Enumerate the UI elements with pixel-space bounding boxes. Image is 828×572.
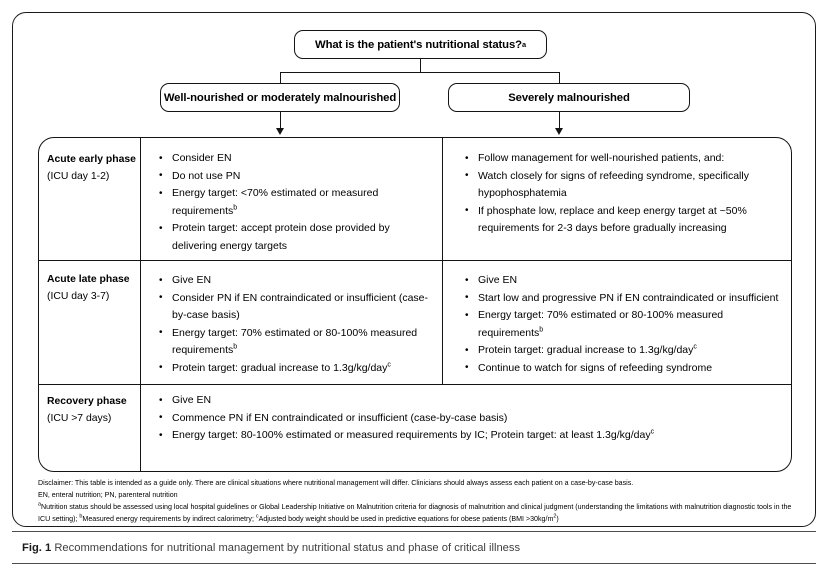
footnote-marker-a: a: [38, 501, 41, 508]
list-item-text: Energy target: 70% estimated or 80-100% …: [478, 309, 724, 339]
cell-acute-early-severely-malnourished: Follow management for well-nourished pat…: [463, 150, 783, 238]
phase-title-recovery: Recovery phase: [47, 396, 127, 407]
footnote-disclaimer: Disclaimer: This table is intended as a …: [38, 479, 634, 487]
footnote-unit-superscript: 2: [553, 513, 557, 520]
list-item-text: Energy target: <70% estimated or measure…: [172, 187, 379, 217]
cell-recovery-all: Give EN Commence PN if EN contraindicated…: [157, 392, 785, 445]
list-item-footnote-marker: b: [539, 326, 544, 333]
list-item-text: Consider PN if EN contraindicated or ins…: [172, 291, 429, 322]
figure-caption-text: Recommendations for nutritional manageme…: [54, 542, 521, 554]
branch-box-well-nourished: Well-nourished or moderately malnourishe…: [160, 83, 400, 112]
list-item-text: Give EN: [172, 394, 212, 406]
list-item-text: Give EN: [478, 274, 518, 286]
list-item-footnote-marker: b: [233, 204, 238, 211]
list-item-text: Energy target: 70% estimated or 80-100% …: [172, 326, 418, 357]
table-row-divider-2: [39, 384, 791, 386]
figure-outer-border: [12, 12, 816, 527]
caption-top-rule: [12, 531, 816, 533]
list-item-text: Continue to watch for signs of refeeding…: [478, 361, 713, 374]
bullet-list: Follow management for well-nourished pat…: [463, 150, 783, 238]
list-item-text: Energy target: 80-100% estimated or meas…: [172, 429, 651, 441]
phase-subtitle-recovery: (ICU >7 days): [47, 412, 112, 424]
footnote-marker-c: c: [255, 513, 259, 520]
list-item: Consider EN: [157, 150, 432, 168]
table-row: Recovery phase (ICU >7 days): [47, 394, 139, 427]
list-item-text: Commence PN if EN contraindicated or ins…: [172, 411, 508, 424]
list-item: Give EN: [157, 392, 785, 410]
list-item-text: Give EN: [172, 274, 212, 286]
list-item: Energy target: 70% estimated or 80-100% …: [157, 324, 432, 360]
list-item: Continue to watch for signs of refeeding…: [463, 359, 783, 378]
list-item-text: Watch closely for signs of refeeding syn…: [478, 169, 749, 200]
branch-box-severely-malnourished: Severely malnourished: [448, 83, 690, 112]
phase-subtitle-acute-early: (ICU day 1-2): [47, 170, 110, 182]
list-item-footnote-marker: c: [650, 428, 655, 436]
cell-acute-early-well-nourished: Consider EN Do not use PN Energy target: <…: [157, 150, 432, 255]
arrow-line-right: [558, 112, 561, 129]
list-item: Consider PN if EN contraindicated or ins…: [157, 289, 432, 325]
table-row-divider-1: [39, 260, 791, 262]
arrow-down-icon-right: [554, 128, 563, 135]
list-item: Do not use PN: [157, 167, 432, 186]
footnote-abbreviations: EN, enteral nutrition; PN, parenteral nu…: [38, 490, 178, 499]
table-column-divider-phase: [140, 138, 142, 471]
phase-title-acute-early: Acute early phase: [47, 154, 136, 165]
footnotes-block: Disclaimer: This table is intended as a …: [38, 478, 798, 526]
phase-subtitle-acute-late: (ICU day 3-7): [47, 290, 110, 302]
figure-caption: Fig. 1 Recommendations for nutritional m…: [22, 541, 812, 556]
footnote-marker-b: b: [79, 513, 83, 520]
branch-box-well-nourished-label: Well-nourished or moderately malnourishe…: [163, 91, 397, 104]
decision-box-label: What is the patient's nutritional status…: [315, 38, 522, 51]
list-item: Commence PN if EN contraindicated or ins…: [157, 409, 785, 428]
list-item: Give EN: [157, 272, 432, 290]
list-item-text: Follow management for well-nourished pat…: [478, 152, 725, 164]
bullet-list: Give EN Commence PN if EN contraindicated…: [157, 392, 785, 445]
phase-title-acute-late: Acute late phase: [47, 274, 130, 285]
list-item: If phosphate low, replace and keep energ…: [463, 202, 783, 238]
list-item-footnote-marker: c: [387, 361, 391, 368]
list-item-footnote-marker: b: [233, 343, 238, 351]
arrow-line-left: [279, 112, 282, 129]
list-item: Protein target: gradual increase to 1.3g…: [463, 342, 783, 360]
bullet-list: Give EN Consider PN if EN contraindicated…: [157, 272, 432, 377]
footnote-text-c-end: ): [556, 514, 559, 523]
connector-line-vertical-top: [419, 59, 422, 72]
connector-line-horizontal: [280, 71, 560, 74]
recommendations-table: Acute early phase (ICU day 1-2) Consider…: [38, 137, 792, 472]
decision-box-nutritional-status: What is the patient's nutritional status…: [294, 30, 547, 59]
bullet-list: Consider EN Do not use PN Energy target: <…: [157, 150, 432, 255]
list-item-text: Start low and progressive PN if EN contr…: [478, 291, 779, 304]
list-item: Give EN: [463, 272, 783, 290]
connector-line-to-right-branch: [558, 71, 561, 84]
list-item-text: Consider EN: [172, 152, 232, 164]
figure-label: Fig. 1: [22, 542, 52, 554]
branch-box-severely-malnourished-label: Severely malnourished: [508, 91, 630, 104]
footnote-text-b: Measured energy requirements by indirect…: [82, 514, 256, 523]
cell-acute-late-severely-malnourished: Give EN Start low and progressive PN if E…: [463, 272, 783, 377]
list-item-text: Protein target: gradual increase to 1.3g…: [172, 361, 388, 374]
list-item: Energy target: <70% estimated or measure…: [157, 185, 432, 220]
arrow-down-icon-left: [275, 128, 284, 135]
table-row: Acute early phase (ICU day 1-2): [47, 152, 139, 185]
footnote-notes: aNutrition status should be assessed usi…: [38, 502, 798, 526]
list-item: Start low and progressive PN if EN contr…: [463, 289, 783, 308]
footnote-text-a: Nutrition status should be assessed usin…: [38, 502, 792, 523]
list-item-text: Protein target: gradual increase to 1.3g…: [478, 344, 694, 356]
list-item: Energy target: 70% estimated or 80-100% …: [463, 307, 783, 342]
connector-line-to-left-branch: [279, 71, 282, 84]
list-item: Protein target: gradual increase to 1.3g…: [157, 359, 432, 378]
list-item-footnote-marker: c: [693, 343, 697, 351]
cell-acute-late-well-nourished: Give EN Consider PN if EN contraindicated…: [157, 272, 432, 377]
list-item-text: Protein target: accept protein dose prov…: [172, 222, 390, 252]
list-item-text: Do not use PN: [172, 169, 241, 182]
caption-bottom-rule: [12, 563, 816, 565]
list-item: Watch closely for signs of refeeding syn…: [463, 167, 783, 203]
list-item: Protein target: accept protein dose prov…: [157, 220, 432, 255]
list-item: Energy target: 80-100% estimated or meas…: [157, 427, 785, 445]
bullet-list: Give EN Start low and progressive PN if E…: [463, 272, 783, 377]
footnote-text-c: Adjusted body weight should be used in p…: [258, 514, 554, 523]
list-item: Follow management for well-nourished pat…: [463, 150, 783, 168]
table-row: Acute late phase (ICU day 3-7): [47, 272, 139, 305]
list-item-text: If phosphate low, replace and keep energ…: [478, 204, 747, 235]
